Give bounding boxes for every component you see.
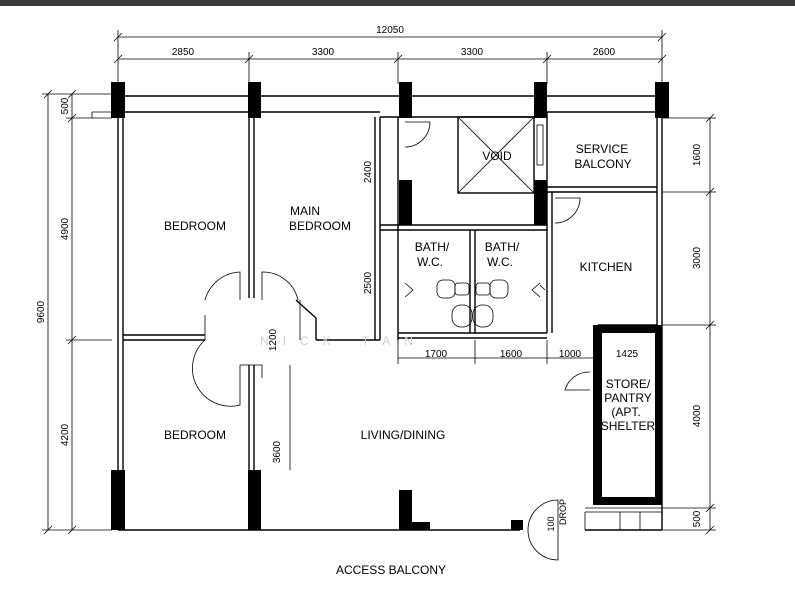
room-kitchen: KITCHEN [580, 260, 633, 274]
room-main-bedroom-line-2: BEDROOM [289, 219, 351, 233]
top-frame-bar [0, 0, 795, 6]
dim-top-seg-2: 3300 [312, 47, 335, 58]
dim-right-3: 4000 [692, 404, 703, 427]
room-store-line-3: (APT. [611, 405, 640, 419]
doors [192, 121, 591, 561]
drop-line-2: DROP [558, 499, 568, 525]
dim-left-overall: 9600 [36, 300, 47, 323]
shelter-walls [584, 325, 662, 531]
dim-top-overall: 12050 [376, 25, 404, 36]
dim-top-seg-4: 2600 [593, 47, 616, 58]
room-bedroom-2: BEDROOM [164, 428, 226, 442]
left-dimension-lines [42, 89, 112, 535]
room-service-balcony-line-1: SERVICE [576, 142, 628, 156]
room-access-balcony: ACCESS BALCONY [336, 563, 446, 577]
dim-inner-v-3: 1200 [268, 328, 279, 351]
room-bath-2-line-1: BATH/ [485, 240, 520, 254]
dim-inner-v-2: 2500 [363, 271, 374, 294]
room-bath-1-line-1: BATH/ [415, 240, 450, 254]
room-service-balcony-line-2: BALCONY [574, 157, 631, 171]
room-main-bedroom-line-1: MAIN [290, 204, 320, 218]
dim-inner-h-3: 1000 [559, 349, 582, 360]
watermark: NICK TAN [260, 334, 427, 348]
dim-right-1: 1600 [692, 143, 703, 166]
room-store-line-4: SHELTER) [601, 419, 659, 433]
inner-dimension-lines [289, 117, 596, 470]
room-store-line-1: STORE/ [606, 377, 651, 391]
dim-top-seg-1: 2850 [172, 47, 195, 58]
room-living-dining: LIVING/DINING [361, 428, 446, 442]
top-dimension-lines [113, 30, 667, 84]
room-bath-1-line-2: W.C. [417, 255, 443, 269]
right-dimension-lines [662, 113, 716, 535]
dim-left-seg-3: 4200 [60, 423, 71, 446]
dim-left-seg-2: 4900 [60, 217, 71, 240]
dim-inner-h-2: 1600 [500, 349, 523, 360]
dim-right-2: 3000 [692, 246, 703, 269]
interior-walls [123, 112, 657, 470]
bath-fixtures [436, 279, 509, 328]
drop-line-1: 100 [546, 516, 556, 531]
room-store-line-2: PANTRY [604, 391, 652, 405]
dim-right-4: 500 [692, 510, 703, 527]
dim-inner-v-1: 2400 [363, 160, 374, 183]
structural-columns [111, 82, 669, 530]
dim-inner-v-4: 3600 [272, 440, 283, 463]
dim-top-seg-3: 3300 [461, 47, 484, 58]
dim-inner-h-4: 1425 [616, 349, 639, 360]
room-bath-2-line-2: W.C. [487, 255, 513, 269]
dim-left-seg-1: 500 [60, 97, 71, 114]
room-void: VOID [482, 149, 512, 163]
room-bedroom-1: BEDROOM [164, 219, 226, 233]
dim-inner-h-1: 1700 [425, 349, 448, 360]
